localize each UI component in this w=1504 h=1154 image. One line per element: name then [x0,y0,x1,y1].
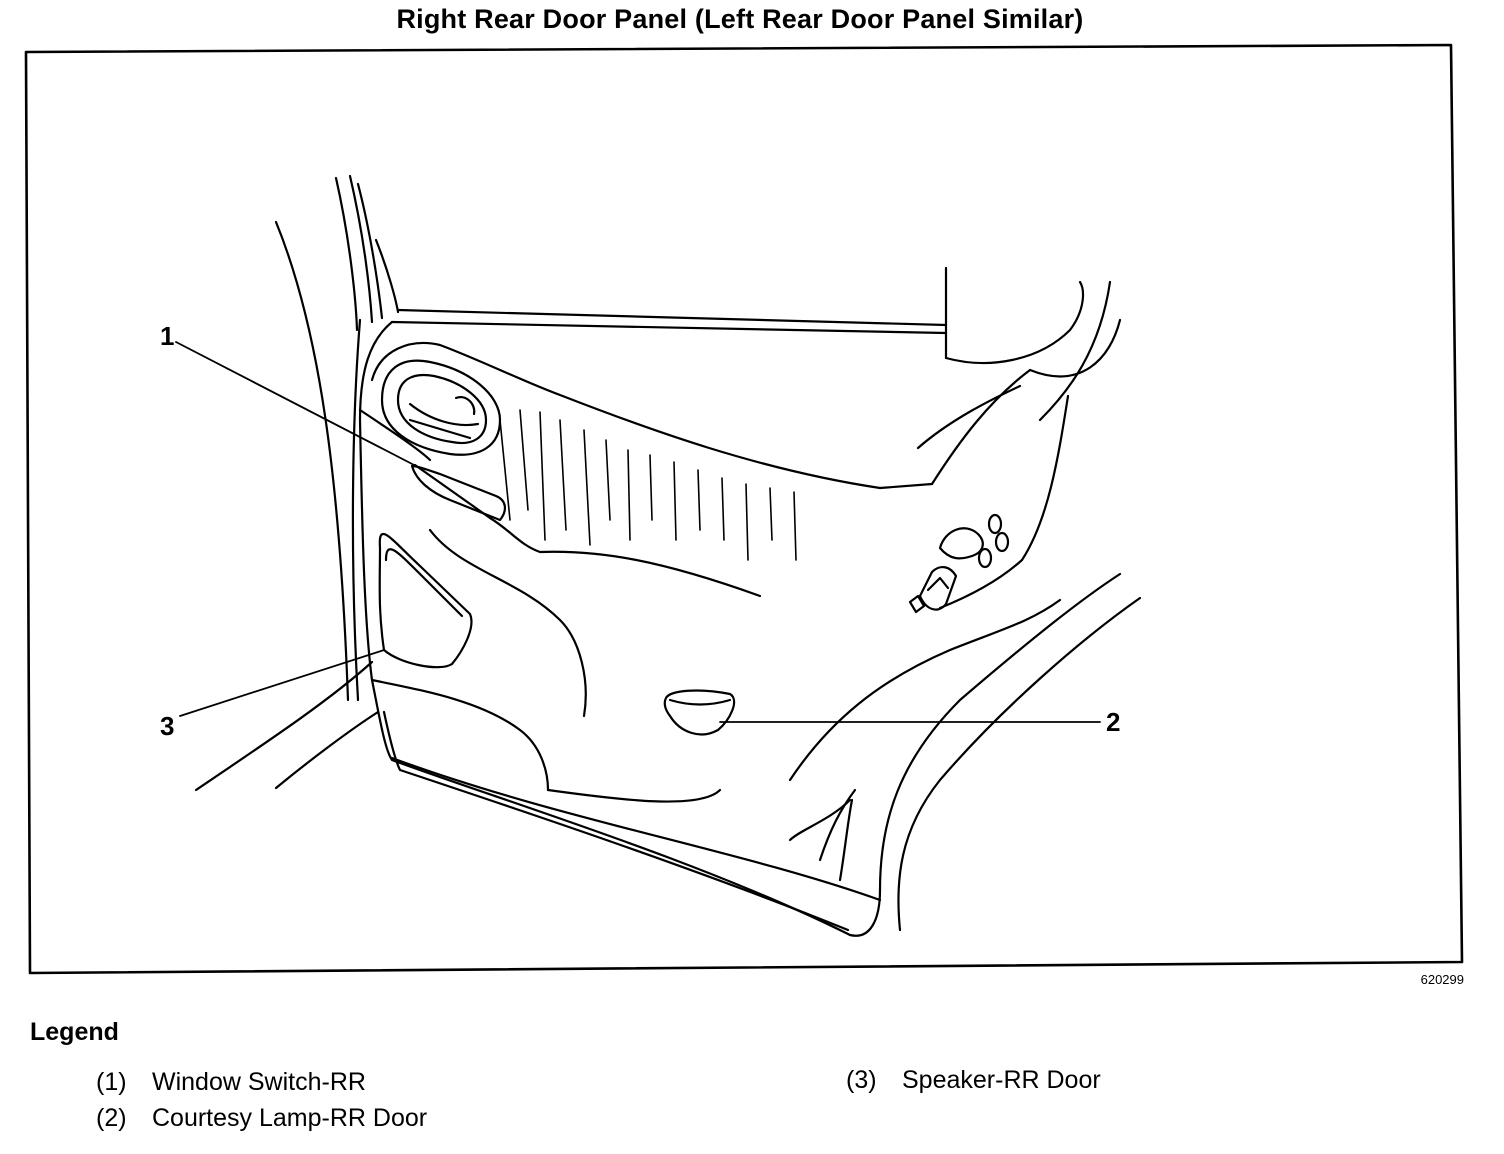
legend-item-number: (1) [96,1068,127,1096]
window-switch [410,464,506,522]
figure-id: 620299 [1420,972,1464,987]
door-frame-pillar [194,174,400,792]
figure-frame [24,43,1464,975]
door-panel-outline [358,318,1142,937]
panel-pleats [499,409,797,561]
leader-line-1 [175,341,417,467]
legend-item-window-switch: (1) Window Switch-RR [96,1068,366,1097]
legend-item-speaker: (3) Speaker-RR Door [846,1066,1101,1095]
leader-line-3 [179,649,385,717]
callout-3: 3 [160,711,174,741]
callout-1: 1 [160,321,174,351]
courtesy-lamp [663,689,736,736]
lower-panel [370,598,1062,882]
window-trim [390,266,1112,422]
legend-item-number: (2) [96,1104,127,1132]
callout-2: 2 [1106,707,1120,737]
legend-item-courtesy-lamp: (2) Courtesy Lamp-RR Door [96,1104,427,1133]
leader-lines [175,341,1101,723]
legend-item-label: Courtesy Lamp-RR Door [152,1104,428,1132]
door-controls [908,394,1070,614]
door-handle [380,359,502,456]
speaker-grille [378,533,473,669]
armrest [358,341,1032,718]
legend-item-label: Window Switch-RR [152,1068,366,1096]
legend-item-label: Speaker-RR Door [902,1066,1101,1094]
diagram-title: Right Rear Door Panel (Left Rear Door Pa… [396,4,1084,34]
door-panel-illustration: 1 2 3 [24,43,1464,975]
legend-item-number: (3) [846,1066,877,1094]
legend-title: Legend [30,1018,119,1046]
